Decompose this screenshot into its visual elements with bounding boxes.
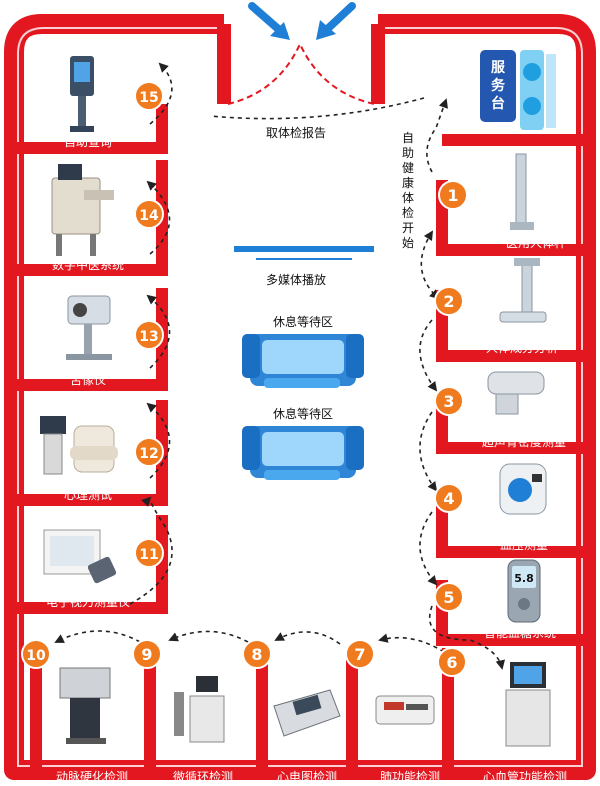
station-number: 9 bbox=[141, 645, 152, 664]
station-label: 肺功能检测 bbox=[380, 769, 440, 784]
station-8: 8 心电图检测 bbox=[242, 639, 337, 784]
station-label: 超声骨密度测量 bbox=[482, 434, 566, 449]
station-label: 智能血糖系统 bbox=[484, 625, 556, 640]
sofa-1 bbox=[242, 334, 364, 388]
station-badge bbox=[345, 639, 375, 669]
station-number: 10 bbox=[26, 648, 46, 664]
station-badge bbox=[134, 437, 164, 467]
glucose-meter-icon: 5.8 bbox=[507, 559, 541, 623]
blood-pressure-icon bbox=[499, 463, 547, 515]
pulmonary-device-icon bbox=[375, 695, 435, 725]
flow-path bbox=[54, 62, 506, 670]
station-label: 心电图检测 bbox=[277, 769, 337, 784]
station-badge bbox=[132, 639, 162, 669]
station-number: 5 bbox=[443, 588, 454, 607]
station-badge bbox=[438, 180, 468, 210]
station-badge bbox=[434, 386, 464, 416]
body-composition-icon bbox=[499, 258, 547, 323]
entrance-door bbox=[227, 41, 375, 105]
multimedia-screen bbox=[234, 246, 374, 260]
station-number: 7 bbox=[354, 645, 365, 664]
sofa-2 bbox=[242, 426, 364, 480]
kiosk-icon bbox=[70, 56, 94, 132]
station-label: 心血管功能检测 bbox=[483, 769, 567, 784]
start-label: 自助健康体检开始 bbox=[402, 131, 414, 250]
station-label: 数字中医系统 bbox=[52, 257, 124, 272]
station-badge bbox=[134, 199, 164, 229]
station-number: 12 bbox=[139, 446, 158, 462]
entrance-arrow-right bbox=[316, 2, 356, 40]
station-label: 人体成分分析 bbox=[486, 341, 558, 355]
device-icons: 5.8 bbox=[40, 56, 551, 747]
report-pickup-label: 取体检报告 bbox=[266, 125, 326, 140]
vision-device-icon bbox=[43, 529, 117, 584]
station-13: 13 舌像仪 bbox=[70, 320, 164, 387]
station-number: 13 bbox=[139, 329, 158, 345]
service-desk: 服 务 台 bbox=[480, 50, 556, 130]
stations: 1 医用人体秤 2 人体成分分析 3 超声骨密度测量 4 血压测量 5 智能血糖系统 6 心血管功能检… bbox=[21, 81, 567, 784]
tcm-cart-icon bbox=[51, 164, 114, 256]
psych-chair-icon bbox=[40, 416, 118, 475]
station-label: 血压测量 bbox=[500, 538, 548, 552]
station-9: 9 微循环检测 bbox=[132, 639, 233, 784]
bone-density-icon bbox=[487, 371, 545, 415]
entrance-arrow-left bbox=[248, 2, 290, 40]
station-badge bbox=[134, 538, 164, 568]
station-label: 电子视力测量仪 bbox=[46, 594, 130, 609]
station-label: 微循环检测 bbox=[173, 769, 233, 784]
station-7: 7 肺功能检测 bbox=[345, 639, 440, 784]
ecg-device-icon bbox=[273, 689, 341, 737]
service-desk-label-3: 台 bbox=[491, 95, 505, 112]
station-number: 8 bbox=[251, 645, 262, 664]
arterial-device-icon bbox=[59, 667, 111, 744]
station-number: 11 bbox=[139, 547, 158, 563]
station-number: 3 bbox=[443, 392, 454, 411]
station-5: 5 智能血糖系统 bbox=[434, 582, 556, 640]
station-label: 心理测试 bbox=[64, 487, 112, 502]
height-scale-icon bbox=[510, 153, 534, 230]
station-badge bbox=[434, 286, 464, 316]
station-11: 11 电子视力测量仪 bbox=[46, 538, 164, 609]
station-badge bbox=[437, 647, 467, 677]
rest-area-label-2: 休息等待区 bbox=[273, 406, 333, 421]
station-15: 15 自助查询 bbox=[64, 81, 164, 149]
station-4: 4 血压测量 bbox=[434, 483, 548, 552]
station-badge bbox=[134, 81, 164, 111]
station-number: 6 bbox=[446, 653, 457, 672]
station-badge bbox=[434, 582, 464, 612]
service-desk-label-2: 务 bbox=[491, 77, 506, 94]
station-2: 2 人体成分分析 bbox=[434, 286, 558, 355]
outer-wall bbox=[4, 14, 596, 780]
station-6: 6 心血管功能检测 bbox=[437, 647, 567, 784]
station-number: 14 bbox=[139, 208, 159, 224]
station-number: 2 bbox=[443, 292, 454, 311]
station-label: 医用人体秤 bbox=[506, 236, 566, 250]
glucose-readout: 5.8 bbox=[514, 572, 534, 585]
multimedia-label: 多媒体播放 bbox=[266, 272, 326, 287]
station-10: 10 动脉硬化检测 bbox=[21, 639, 128, 784]
cardiovascular-device-icon bbox=[505, 662, 551, 747]
station-12: 12 心理测试 bbox=[64, 437, 164, 502]
station-number: 15 bbox=[139, 90, 158, 106]
microcirculation-icon bbox=[174, 676, 225, 743]
station-label: 动脉硬化检测 bbox=[56, 769, 128, 784]
rest-area-label-1: 休息等待区 bbox=[273, 314, 333, 329]
station-14: 14 数字中医系统 bbox=[52, 199, 164, 272]
station-badge bbox=[134, 320, 164, 350]
station-badge bbox=[242, 639, 272, 669]
station-badge bbox=[434, 483, 464, 513]
station-3: 3 超声骨密度测量 bbox=[434, 386, 566, 449]
station-label: 舌像仪 bbox=[70, 373, 106, 387]
station-badge bbox=[21, 639, 51, 669]
service-desk-label-1: 服 bbox=[491, 60, 506, 76]
station-number: 4 bbox=[443, 489, 454, 508]
station-1: 1 医用人体秤 bbox=[438, 180, 566, 250]
tongue-imager-icon bbox=[66, 295, 112, 360]
station-number: 1 bbox=[447, 186, 458, 205]
station-label: 自助查询 bbox=[64, 135, 112, 149]
